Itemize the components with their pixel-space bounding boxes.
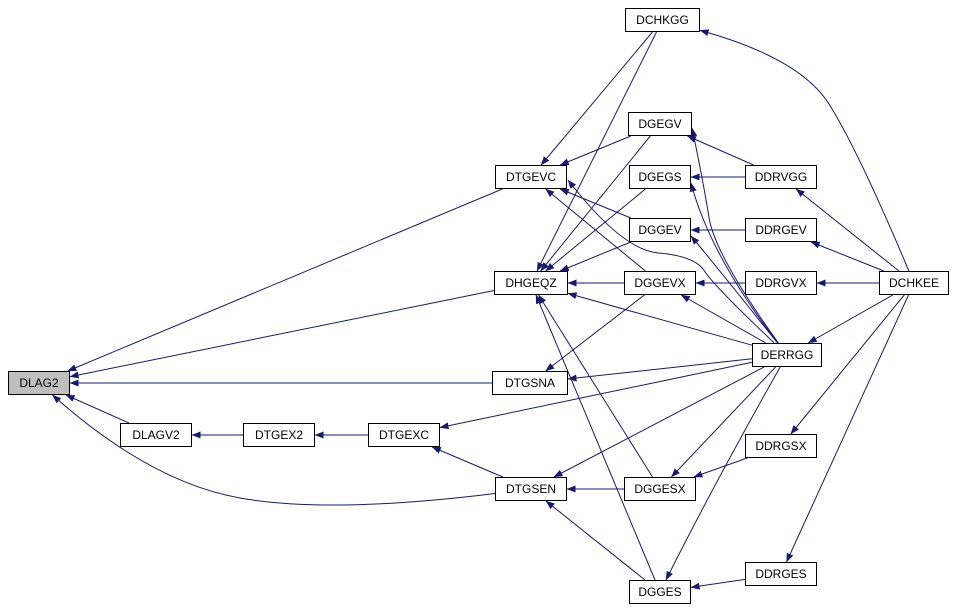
graph-edge	[538, 294, 653, 478]
graph-node-dggesx[interactable]: DGGESX	[624, 477, 696, 501]
graph-edge	[795, 188, 900, 272]
graph-edge	[431, 446, 503, 478]
graph-edge	[545, 188, 646, 272]
graph-edge	[693, 457, 748, 478]
graph-node-dgegs[interactable]: DGEGS	[629, 165, 691, 189]
graph-node-dchkee[interactable]: DCHKEE	[879, 271, 949, 295]
graph-edge	[553, 366, 765, 478]
graph-edge	[687, 135, 754, 166]
graph-edge	[567, 179, 775, 344]
graph-node-dggevx[interactable]: DGGEVX	[624, 271, 696, 295]
graph-edge	[69, 290, 495, 379]
graph-node-ddrgvx[interactable]: DDRGVX	[745, 271, 817, 295]
graph-edge	[807, 294, 894, 344]
graph-node-ddrgev[interactable]: DDRGEV	[745, 218, 817, 242]
graph-node-derrgg[interactable]: DERRGG	[752, 343, 822, 367]
graph-node-dtgex2[interactable]: DTGEX2	[243, 423, 315, 447]
graph-edge	[567, 292, 753, 346]
graph-node-dgegv[interactable]: DGEGV	[628, 112, 692, 136]
graph-edge	[559, 241, 631, 272]
graph-edge	[559, 135, 631, 166]
graph-edge	[536, 31, 657, 272]
graph-edge	[67, 188, 503, 372]
graph-node-dtgexc[interactable]: DTGEXC	[368, 423, 440, 447]
graph-edge	[52, 394, 496, 506]
graph-node-dggev[interactable]: DGGEV	[629, 218, 691, 242]
graph-edge	[535, 294, 656, 581]
graph-edge	[665, 366, 781, 581]
graph-node-dhgeqz[interactable]: DHGEQZ	[494, 271, 568, 295]
graph-edge	[545, 500, 646, 581]
graph-edge	[790, 294, 905, 435]
graph-edge	[690, 127, 779, 344]
graph-edge	[690, 235, 778, 344]
graph-node-dgges[interactable]: DGGES	[629, 580, 691, 604]
graph-node-dlagv2[interactable]: DLAGV2	[120, 423, 192, 447]
graph-edge	[699, 29, 910, 272]
graph-edge	[680, 294, 767, 344]
graph-edge	[439, 361, 753, 430]
graph-node-dtgsen[interactable]: DTGSEN	[495, 477, 567, 501]
graph-edge	[786, 294, 909, 563]
graph-edge	[559, 188, 631, 219]
graph-edge	[65, 394, 130, 424]
graph-edge	[690, 578, 746, 590]
graph-edge	[689, 182, 779, 344]
graph-node-ddrvgg[interactable]: DDRVGG	[745, 165, 817, 189]
graph-node-ddrgsx[interactable]: DDRGSX	[745, 434, 817, 458]
graph-node-ddrges[interactable]: DDRGES	[745, 562, 817, 586]
graph-node-dtgsna[interactable]: DTGSNA	[492, 371, 568, 395]
graph-node-dlag2: DLAG2	[8, 371, 70, 395]
graph-edge	[671, 366, 776, 478]
graph-edge	[567, 358, 753, 382]
graph-node-dchkgg[interactable]: DCHKGG	[625, 8, 700, 32]
graph-edge	[545, 294, 645, 372]
graph-edge	[810, 241, 885, 272]
graph-edge	[540, 31, 653, 166]
graph-node-dtgevc[interactable]: DTGEVC	[495, 165, 567, 189]
